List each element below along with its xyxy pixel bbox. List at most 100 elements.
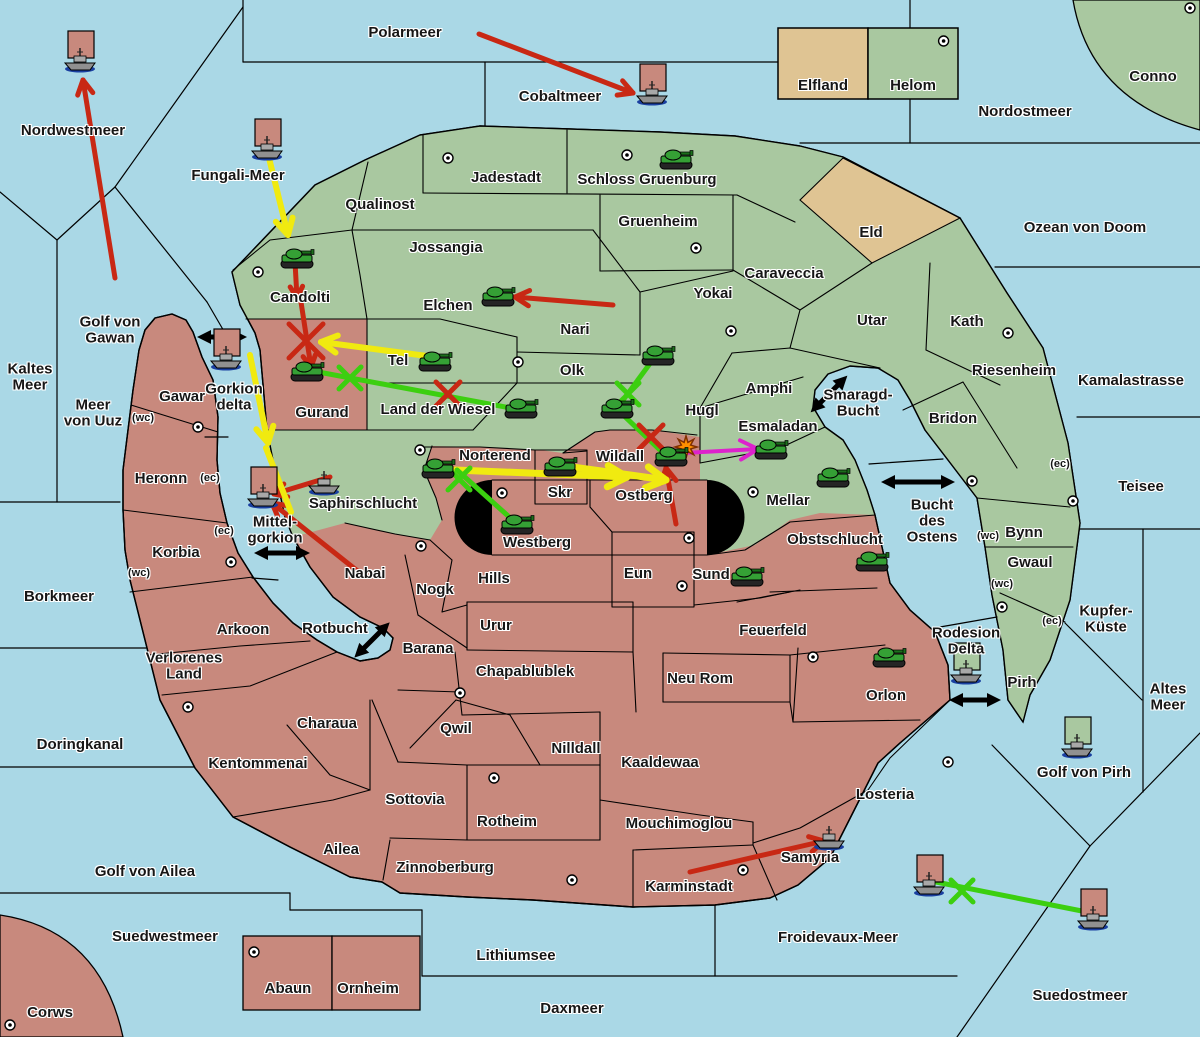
region-border	[611, 531, 695, 608]
strait-crossing-arrow	[254, 546, 310, 560]
region-label-conno: Conno	[1129, 68, 1177, 86]
sea-label-bucht-des-ostens: Bucht des Ostens	[906, 496, 958, 545]
region-label-nogk: Nogk	[416, 581, 454, 599]
sea-label-doringkanal: Doringkanal	[36, 736, 124, 754]
arrow-shaft	[933, 879, 1095, 916]
ship-icon[interactable]	[246, 466, 279, 509]
tank-icon[interactable]	[659, 149, 694, 170]
ship-icon[interactable]	[250, 118, 283, 161]
strait-marker-east	[707, 480, 745, 555]
sea-border	[991, 744, 1091, 847]
region-border	[902, 381, 1018, 469]
tank-icon[interactable]	[654, 446, 689, 467]
city-dot	[225, 556, 237, 568]
region-label-schloss-gruenburg: Schloss Gruenburg	[577, 171, 717, 189]
coast-tag: (ec)	[1050, 458, 1070, 471]
city-dot	[1184, 2, 1196, 14]
green-zone	[232, 126, 1080, 722]
region-border	[732, 269, 801, 311]
tank-icon[interactable]	[641, 345, 676, 366]
x	[286, 321, 326, 361]
move-arrow-magenta	[682, 438, 760, 462]
region-border	[441, 559, 453, 613]
ship-flag-green	[1064, 716, 1092, 745]
region-border	[417, 614, 468, 649]
region-label-bynn: Bynn	[1005, 524, 1043, 542]
ship-icon[interactable]	[912, 854, 945, 897]
tank-icon[interactable]	[543, 456, 578, 477]
sea-border	[206, 301, 226, 334]
region-label-gruenheim: Gruenheim	[618, 213, 698, 231]
region-border	[534, 449, 588, 505]
sea-label-fungali-meer: Fungali-Meer	[191, 167, 285, 185]
ship-icon[interactable]	[307, 471, 340, 496]
region-label-rotheim: Rotheim	[477, 813, 537, 831]
city-dot	[747, 486, 759, 498]
tank-icon[interactable]	[730, 566, 765, 587]
tank-icon[interactable]	[500, 514, 535, 535]
sea-label-suedwestmeer: Suedwestmeer	[112, 928, 218, 946]
city-dot	[966, 475, 978, 487]
sea-label-froidevaux-meer: Froidevaux-Meer	[777, 929, 899, 947]
arrow-head	[737, 438, 760, 451]
region-label-amphi: Amphi	[745, 380, 793, 398]
region-border	[925, 349, 1001, 386]
region-label-losteria: Losteria	[855, 786, 915, 804]
ship-icon[interactable]	[812, 826, 845, 851]
tank-icon[interactable]	[418, 351, 453, 372]
ship-flag-red	[1080, 888, 1108, 917]
region-label-heronn: Heronn	[134, 470, 188, 488]
region-border	[422, 192, 738, 196]
tank-icon[interactable]	[421, 458, 456, 479]
region-corws[interactable]	[0, 914, 124, 1037]
tank-icon[interactable]	[600, 398, 635, 419]
region-border	[799, 262, 873, 311]
city-dot	[942, 756, 954, 768]
region-label-barana: Barana	[402, 640, 454, 658]
ship-icon[interactable]	[209, 328, 242, 371]
arrow-shaft	[269, 500, 363, 576]
sea-label-rotbucht: Rotbucht	[302, 620, 368, 638]
tank-icon[interactable]	[481, 286, 516, 307]
city-dot	[414, 444, 426, 456]
arrow-shaft	[617, 409, 665, 455]
region-border	[599, 799, 754, 823]
sea-label-polarmeer: Polarmeer	[368, 24, 442, 42]
ship-icon[interactable]	[635, 63, 668, 106]
tank-icon[interactable]	[855, 551, 890, 572]
tank-icon[interactable]	[754, 439, 789, 460]
city-dot	[676, 580, 688, 592]
ship-icon[interactable]	[1060, 716, 1093, 759]
city-dot	[937, 35, 950, 47]
region-border	[769, 587, 878, 593]
region-label-eun: Eun	[623, 565, 653, 583]
region-label-jadestadt: Jadestadt	[470, 169, 542, 187]
sea-label-golf-von-ailea: Golf von Ailea	[94, 863, 196, 881]
region-label-nilldall: Nilldall	[551, 740, 601, 758]
region-label-ornheim: Ornheim	[337, 980, 399, 998]
region-border	[389, 837, 468, 841]
tank-icon[interactable]	[290, 361, 325, 382]
city-dot	[248, 946, 260, 958]
region-border	[699, 376, 804, 409]
region-conno[interactable]	[1072, 0, 1200, 131]
ship-icon[interactable]	[1076, 888, 1109, 931]
arrow-shaft	[512, 294, 616, 308]
region-border	[639, 270, 734, 293]
sea-border	[251, 577, 279, 581]
region-border	[562, 429, 611, 454]
coast-tag: (wc)	[132, 412, 154, 425]
tank-icon[interactable]	[504, 398, 539, 419]
tank-icon[interactable]	[816, 467, 851, 488]
x	[636, 422, 666, 452]
tank-icon[interactable]	[872, 647, 907, 668]
region-label-utar: Utar	[856, 312, 888, 330]
arrow-shaft	[476, 31, 636, 96]
region-border	[599, 269, 734, 272]
region-border	[609, 429, 698, 436]
ship-icon[interactable]	[63, 30, 96, 73]
tank-icon[interactable]	[280, 248, 315, 269]
ship-icon[interactable]	[949, 642, 982, 685]
region-ornheim[interactable]	[331, 935, 421, 1011]
